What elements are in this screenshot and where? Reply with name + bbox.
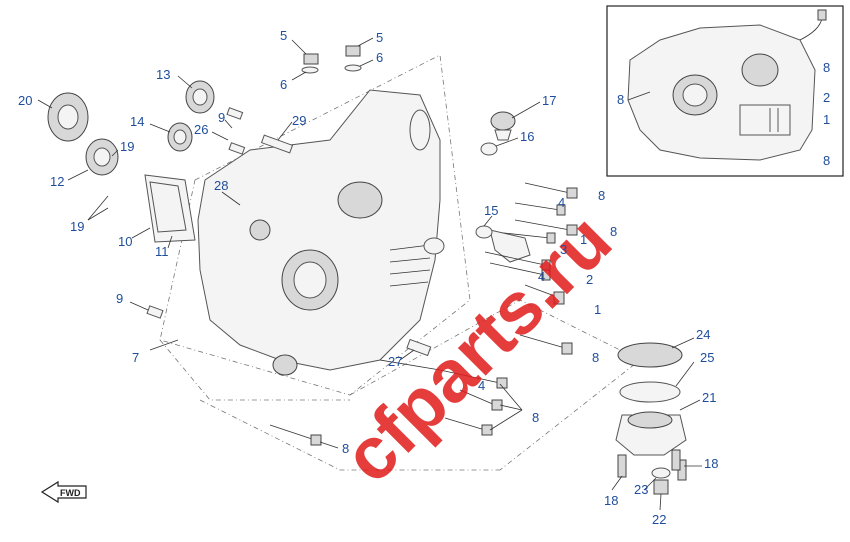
callout-21: 21 (702, 390, 716, 405)
callout-18-left: 18 (604, 493, 618, 508)
callout-18-right: 18 (704, 456, 718, 471)
callout-7: 7 (132, 350, 139, 365)
callout-20: 20 (18, 93, 32, 108)
svg-text:1: 1 (823, 112, 830, 127)
callout-29: 29 (292, 113, 306, 128)
callout-5-right: 5 (376, 30, 383, 45)
callout-4-r1: 4 (558, 195, 565, 210)
callout-8-r3: 8 (592, 350, 599, 365)
callout-11: 11 (155, 244, 169, 259)
svg-text:2: 2 (823, 90, 830, 105)
callout-26: 26 (194, 122, 208, 137)
oil-filter-assembly (615, 342, 687, 495)
cover-plate-10-11 (144, 174, 196, 243)
inset-callout-8-left: 8 (617, 91, 651, 107)
callout-4-bottom: 4 (478, 378, 485, 393)
callout-24: 24 (696, 327, 710, 342)
callout-17: 17 (542, 93, 556, 108)
callout-19-top: 19 (120, 139, 134, 154)
callout-8-r2: 8 (610, 224, 617, 239)
callout-23: 23 (634, 482, 648, 497)
callout-28: 28 (214, 178, 228, 193)
callout-2: 2 (586, 272, 593, 287)
svg-text:8: 8 (823, 153, 830, 168)
bolts-bottom (269, 359, 508, 446)
callout-12: 12 (50, 174, 64, 189)
svg-text:8: 8 (617, 92, 624, 107)
callout-16: 16 (520, 129, 534, 144)
inset-callout-1: 1 (823, 112, 830, 127)
callout-15: 15 (484, 203, 498, 218)
svg-text:FWD: FWD (60, 488, 81, 498)
callout-8-r1: 8 (598, 188, 605, 203)
inset-engine-illustration (627, 9, 827, 161)
callout-13: 13 (156, 67, 170, 82)
callout-6-left: 6 (280, 77, 287, 92)
callout-25: 25 (700, 350, 714, 365)
callout-8-bottom-left: 8 (342, 441, 349, 456)
callout-14: 14 (130, 114, 144, 129)
callout-leaders (37, 37, 702, 511)
svg-text:8: 8 (823, 60, 830, 75)
callouts: 20 13 14 26 9 5 5 6 6 29 17 16 19 12 28 … (18, 28, 718, 527)
crankcase-halves (197, 89, 441, 376)
callout-10: 10 (118, 234, 132, 249)
oil-filler-cap-17 (480, 111, 516, 156)
callout-22: 22 (652, 512, 666, 527)
forward-direction-arrow: FWD (40, 480, 87, 504)
bearing-14 (167, 122, 193, 152)
callout-3: 3 (560, 242, 567, 257)
callout-9-top: 9 (218, 110, 225, 125)
assembly-dashed-guides (159, 54, 641, 471)
dowel-pins (146, 107, 432, 357)
callout-8-bottom-right: 8 (532, 410, 539, 425)
callout-5-left: 5 (280, 28, 287, 43)
bolts-right (423, 182, 578, 355)
bearing-13 (185, 80, 215, 114)
bearing-20 (47, 92, 89, 142)
callout-6-right: 6 (376, 50, 383, 65)
inset-engine-view: 8 8 2 1 8 (606, 5, 844, 177)
inset-callout-8-top: 8 (823, 60, 830, 75)
callout-1-r1: 1 (580, 232, 587, 247)
callout-4-r2: 4 (538, 269, 545, 284)
inset-callout-2: 2 (823, 90, 830, 105)
callout-27: 27 (388, 354, 402, 369)
callout-1-r2: 1 (594, 302, 601, 317)
drain-plugs-5-6 (301, 45, 362, 74)
callout-9-left: 9 (116, 291, 123, 306)
bearing-12 (85, 138, 119, 176)
inset-callout-8-bottom: 8 (823, 153, 830, 168)
callout-19-bottom: 19 (70, 219, 84, 234)
